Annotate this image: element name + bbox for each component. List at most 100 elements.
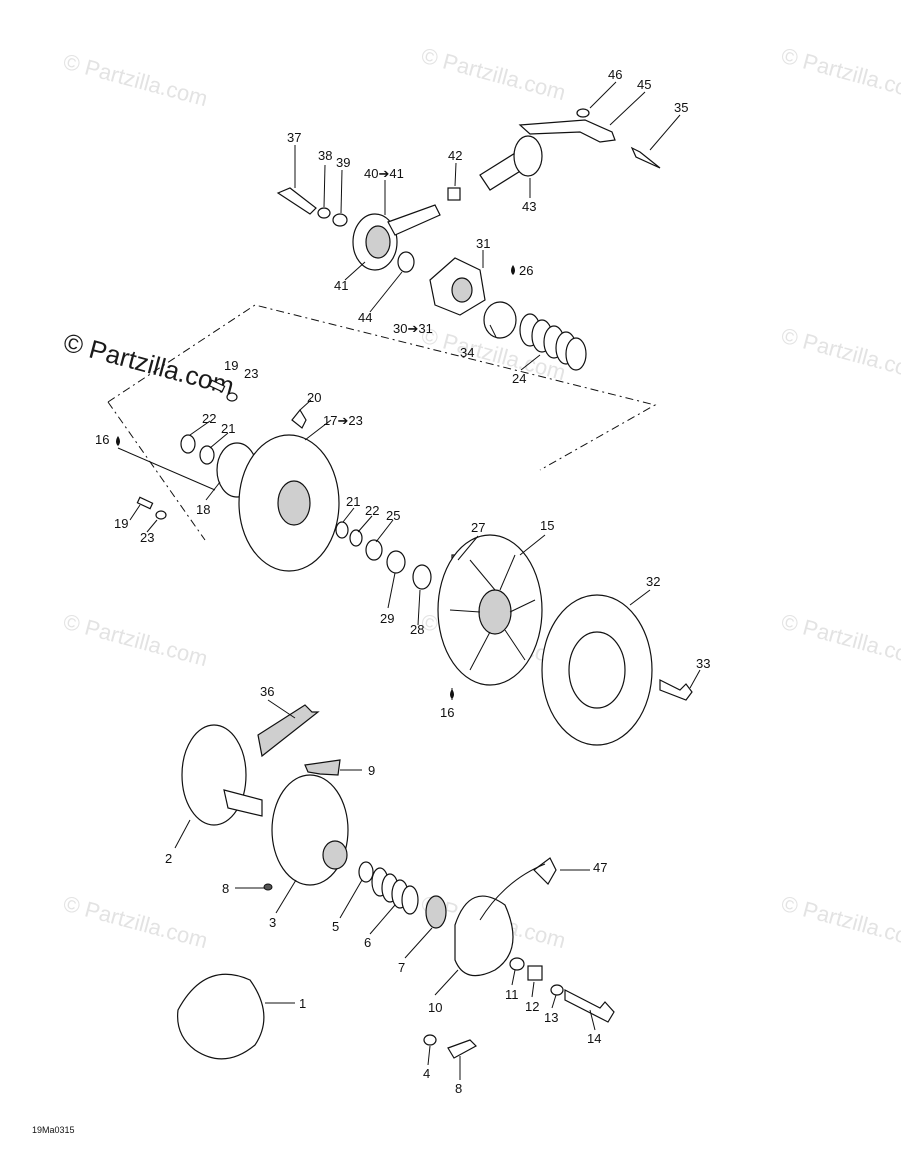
label-part	[533, 857, 557, 885]
washer-part	[317, 207, 331, 219]
fixed-sheave-hub-part	[478, 589, 512, 635]
callout-39: 39	[336, 155, 350, 170]
shaft-part	[223, 789, 263, 817]
leader-lines	[117, 81, 701, 1080]
callout-38: 38	[318, 148, 332, 163]
screw-part	[263, 883, 273, 891]
callout-15: 15	[540, 518, 554, 533]
watermark: © Partzilla.com	[61, 609, 211, 672]
callout-21: 21	[346, 494, 360, 509]
callout-8: 8	[222, 881, 229, 896]
bolt-part	[208, 379, 226, 393]
sheave-vanes	[449, 554, 536, 671]
watermark-layer: © Partzilla.com © Partzilla.com © Partzi…	[60, 43, 901, 954]
assembly-boundary	[107, 304, 657, 471]
callout-9: 9	[368, 763, 375, 778]
callout-32: 32	[646, 574, 660, 589]
washer-part	[358, 861, 374, 883]
cover-part	[454, 895, 514, 977]
callout-45: 45	[637, 77, 651, 92]
cover-part	[177, 973, 265, 1060]
rack-part	[257, 704, 320, 758]
callout-1: 1	[299, 996, 306, 1011]
screw-part	[447, 1039, 477, 1059]
callout-19: 19	[224, 358, 238, 373]
callout-16: 16	[440, 705, 454, 720]
callout-44: 44	[358, 310, 372, 325]
callout-12: 12	[525, 999, 539, 1014]
washer-part	[550, 984, 564, 996]
clip-part	[291, 408, 307, 429]
callout-5: 5	[332, 919, 339, 934]
washer-part	[226, 392, 238, 402]
callout-2: 2	[165, 851, 172, 866]
washer-part	[332, 213, 348, 227]
callout-47: 47	[593, 860, 607, 875]
callout-36: 36	[260, 684, 274, 699]
cam-hub-part	[451, 277, 473, 303]
callout-22: 22	[365, 503, 379, 518]
callout-20: 20	[307, 390, 321, 405]
callout-42: 42	[448, 148, 462, 163]
washer-part	[412, 564, 432, 590]
callout-30-31: 30➔31	[393, 321, 433, 336]
watermark: © Partzilla.com	[61, 891, 211, 954]
ramp-part	[304, 759, 341, 776]
watermark: © Partzilla.com	[779, 323, 901, 386]
watermark: © Partzilla.com	[779, 43, 901, 106]
callout-31: 31	[476, 236, 490, 251]
shaft-flange-part	[513, 135, 543, 177]
washer-part	[155, 510, 167, 520]
watermark: © Partzilla.com	[61, 49, 211, 112]
spring-part	[519, 313, 587, 371]
callout-14: 14	[587, 1031, 601, 1046]
callout-29: 29	[380, 611, 394, 626]
callout-23: 23	[140, 530, 154, 545]
figure-code: 19Ma0315	[32, 1125, 75, 1135]
bushing-part	[199, 445, 215, 465]
callout-24: 24	[512, 371, 526, 386]
spring-part	[371, 867, 419, 915]
callout-37: 37	[287, 130, 301, 145]
bolt-part	[276, 187, 317, 215]
callout-22: 22	[202, 411, 216, 426]
nut-part	[527, 965, 543, 981]
ring-part	[397, 251, 415, 273]
callout-35: 35	[674, 100, 688, 115]
callout-8: 8	[455, 1081, 462, 1096]
bolt-part	[136, 496, 154, 510]
grease-drop-icon	[450, 689, 454, 699]
callout-11: 11	[505, 987, 519, 1002]
bushing-part	[335, 521, 349, 539]
washer-part	[423, 1034, 437, 1046]
sheave-hub-part	[277, 480, 311, 526]
callout-18: 18	[196, 502, 210, 517]
callout-23: 23	[244, 366, 258, 381]
callout-3: 3	[269, 915, 276, 930]
callout-40-41: 40➔41	[364, 166, 404, 181]
washer-part	[386, 550, 406, 574]
callout-43: 43	[522, 199, 536, 214]
bushing-part	[425, 895, 447, 929]
watermark-main: © Partzilla.com	[60, 327, 237, 401]
callout-7: 7	[398, 960, 405, 975]
nut-part	[447, 187, 461, 201]
bushing-part	[483, 301, 517, 339]
bracket-part	[518, 119, 616, 143]
washer-part	[509, 957, 525, 971]
callout-33: 33	[696, 656, 710, 671]
callout-46: 46	[608, 67, 622, 82]
grease-drop-icon	[511, 265, 515, 275]
ring-part	[180, 434, 196, 454]
arm-part	[387, 204, 441, 236]
callout-17-23: 17➔23	[323, 413, 363, 428]
spider-hub-part	[322, 840, 348, 870]
watermark: © Partzilla.com	[779, 609, 901, 672]
watermark: © Partzilla.com	[779, 891, 901, 954]
grease-drop-icon	[116, 436, 120, 446]
callout-4: 4	[423, 1066, 430, 1081]
assembly-boundary	[107, 401, 206, 541]
bolt-part	[564, 989, 615, 1023]
watermark: © Partzilla.com	[419, 43, 569, 106]
callout-10: 10	[428, 1000, 442, 1015]
